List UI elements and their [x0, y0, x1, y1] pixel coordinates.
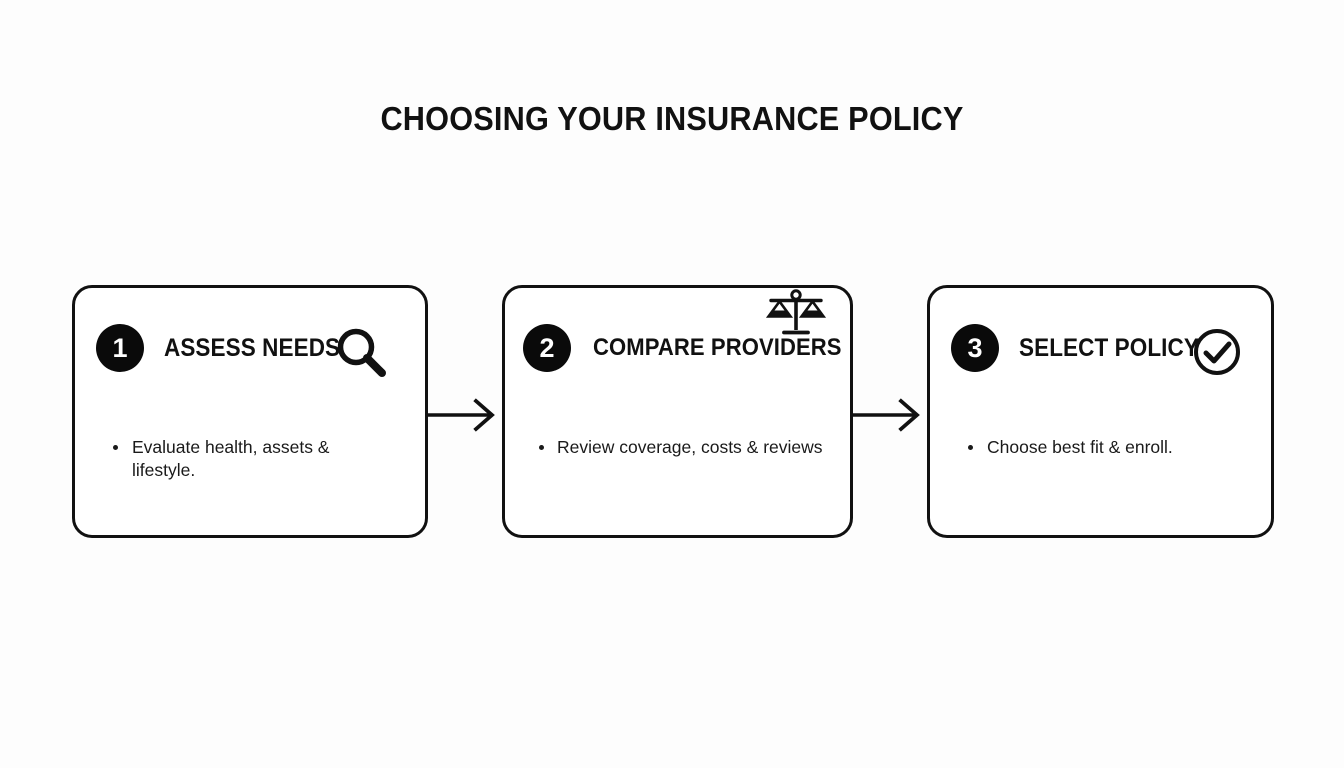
balance-scale-icon	[765, 286, 827, 338]
check-circle-icon	[1192, 327, 1242, 377]
arrow-step-2-to-3-icon	[853, 397, 927, 433]
step-3-number-badge: 3	[951, 324, 999, 372]
step-3-heading: SELECT POLICY	[1019, 334, 1199, 362]
step-2-number-badge: 2	[523, 324, 571, 372]
step-1-header: 1 ASSESS NEEDS	[75, 324, 425, 382]
list-item: Evaluate health, assets & lifestyle.	[105, 436, 359, 481]
step-1-heading: ASSESS NEEDS	[164, 334, 341, 362]
step-3-bullet-list: Choose best fit & enroll.	[930, 436, 1271, 459]
step-2-heading: COMPARE PROVIDERS	[593, 334, 842, 361]
step-2-bullet-list: Review coverage, costs & reviews	[505, 436, 850, 459]
magnifying-glass-icon	[335, 326, 389, 380]
list-item: Choose best fit & enroll.	[960, 436, 1245, 459]
step-1-number-badge: 1	[96, 324, 144, 372]
list-item: Review coverage, costs & reviews	[531, 436, 824, 459]
step-card-1[interactable]: 1 ASSESS NEEDS Evaluate health, assets &…	[72, 285, 428, 538]
step-1-bullet-list: Evaluate health, assets & lifestyle.	[75, 436, 425, 481]
arrow-step-1-to-2-icon	[428, 397, 502, 433]
step-card-2[interactable]: 2 COMPARE PROVIDERS	[502, 285, 853, 538]
process-flow: 1 ASSESS NEEDS Evaluate health, assets &…	[0, 285, 1344, 545]
step-card-3[interactable]: 3 SELECT POLICY Choose best fit & enroll…	[927, 285, 1274, 538]
page-title: CHOOSING YOUR INSURANCE POLICY	[380, 100, 964, 137]
step-2-header: 2 COMPARE PROVIDERS	[505, 289, 850, 382]
step-3-header: 3 SELECT POLICY	[930, 324, 1271, 382]
